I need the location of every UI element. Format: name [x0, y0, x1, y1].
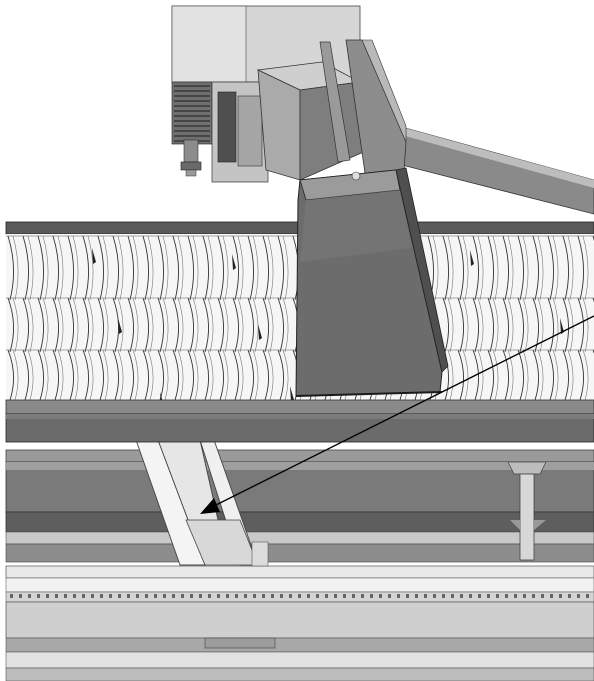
bed-slat [217, 349, 229, 401]
bed-slat [232, 349, 244, 401]
bed-slat [487, 349, 499, 401]
bed-slat [22, 235, 34, 301]
bed-slat [202, 349, 214, 401]
bed-slat [262, 349, 274, 401]
bed-slat [532, 349, 544, 401]
bed-slat [217, 235, 229, 301]
gantry-arm [397, 125, 594, 215]
bed-slat [7, 297, 19, 353]
bed-slat [277, 297, 289, 353]
bed-slat [187, 297, 199, 353]
bed-slat [472, 349, 484, 401]
dust-hood [256, 39, 449, 397]
bed-slat [22, 297, 34, 353]
bed-slat [247, 297, 259, 353]
bed-slat [487, 235, 499, 301]
bed-slat [157, 349, 169, 401]
bed-slat [262, 235, 274, 301]
bed-slat [562, 235, 574, 301]
callout-leader-arrow [200, 315, 594, 514]
bed-slat [517, 235, 529, 301]
bed-slat [172, 297, 184, 353]
bed-slat [577, 349, 589, 401]
bed-slat [172, 235, 184, 301]
bed-slat [457, 349, 469, 401]
bed-slat [67, 297, 79, 353]
bed-slat [37, 235, 49, 301]
bed-slat [202, 235, 214, 301]
support-leg-right [507, 461, 547, 561]
bed-slat [562, 349, 574, 401]
bed-slat [232, 235, 244, 301]
bed-slat [37, 349, 49, 401]
bed-slat [247, 349, 259, 401]
bed-slat [142, 235, 154, 301]
bed-slat [142, 297, 154, 353]
bed-slat [127, 297, 139, 353]
bed-slat [442, 235, 454, 301]
bed-slat [457, 297, 469, 353]
bed-slat [277, 235, 289, 301]
bed-slat [157, 235, 169, 301]
bed-slat [142, 349, 154, 401]
bed-slat [532, 235, 544, 301]
bed-slat [202, 297, 214, 353]
bed-slat [277, 349, 289, 401]
bed-slat [157, 297, 169, 353]
bed-slat [502, 235, 514, 301]
bed-slat [187, 349, 199, 401]
bed-slat [97, 297, 109, 353]
bed-slat [472, 297, 484, 353]
bed-slat [532, 297, 544, 353]
bed-slat [457, 235, 469, 301]
bed-slat [442, 297, 454, 353]
lower-frame [5, 449, 594, 681]
bed-slat [517, 297, 529, 353]
bed-slat [577, 297, 589, 353]
bed-slat [67, 349, 79, 401]
bed-slat [52, 297, 64, 353]
bed-slat [547, 235, 559, 301]
bed-slat [37, 297, 49, 353]
bed-slat [547, 349, 559, 401]
bed-slat [112, 235, 124, 301]
bed-slat [7, 235, 19, 301]
support-leg-left [135, 439, 269, 567]
gear-rack [10, 594, 589, 598]
bed-slat [232, 297, 244, 353]
bed-slat [82, 349, 94, 401]
bed-slat [82, 297, 94, 353]
bed-slat [562, 297, 574, 353]
spindle-head [171, 5, 361, 183]
bed-slat [97, 349, 109, 401]
bed-slat [172, 349, 184, 401]
bed-slat [247, 235, 259, 301]
bed-slat [52, 349, 64, 401]
bed-slat [97, 235, 109, 301]
bed-slat [262, 297, 274, 353]
bed-slat [217, 297, 229, 353]
bed-slat [112, 349, 124, 401]
bed-slat [82, 235, 94, 301]
bed-slat [517, 349, 529, 401]
bed-slat [67, 235, 79, 301]
bed-slat [187, 235, 199, 301]
bed-slat [502, 297, 514, 353]
bed-slat [547, 297, 559, 353]
bed-slat [472, 235, 484, 301]
bed-slat [487, 297, 499, 353]
bed-slat [127, 349, 139, 401]
bed-slat [577, 235, 589, 301]
bed-slat [7, 349, 19, 401]
bed-slat [22, 349, 34, 401]
bed-slat [52, 235, 64, 301]
bed-slat [127, 235, 139, 301]
bed-slat [502, 349, 514, 401]
